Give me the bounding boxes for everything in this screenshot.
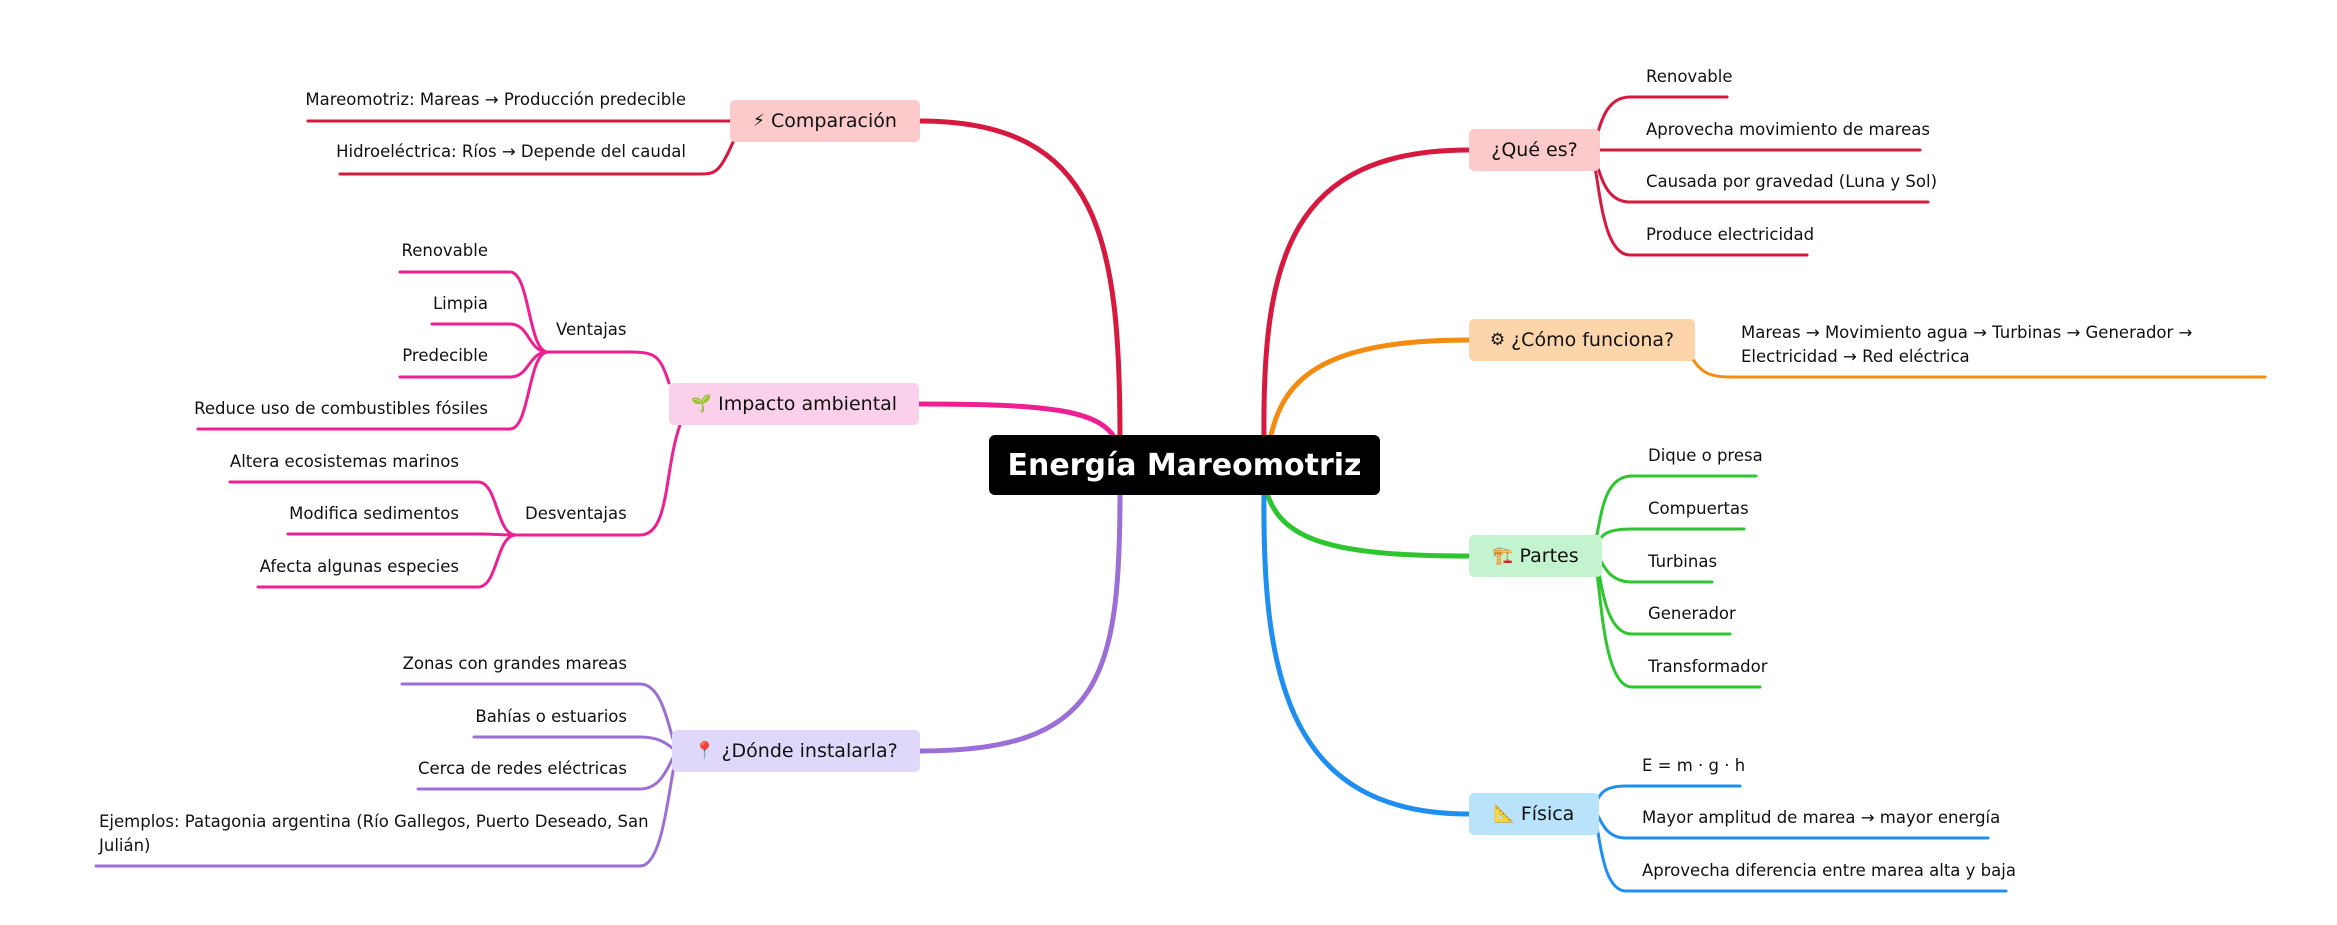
- pin-icon: 📍: [694, 741, 716, 761]
- leaf-renovable[interactable]: Renovable: [1646, 67, 1733, 86]
- connector-partes: [1263, 487, 1472, 559]
- leaf-zonas-mareas[interactable]: Zonas con grandes mareas: [402, 654, 627, 673]
- connector-ventajas-leaf-3: [196, 350, 550, 431]
- subtopic-ventajas[interactable]: Ventajas: [556, 320, 627, 339]
- triangular-ruler-icon: 📐: [1493, 804, 1515, 824]
- branch-impacto-label: Impacto ambiental: [718, 393, 898, 415]
- leaf-d-altera[interactable]: Altera ecosistemas marinos: [229, 452, 459, 471]
- branch-que-es-label: ¿Qué es?: [1491, 139, 1578, 161]
- connector-fisica: [1261, 489, 1472, 817]
- central-topic[interactable]: Energía Mareomotriz: [989, 435, 1380, 495]
- branch-partes[interactable]: 🏗️ Partes: [1469, 535, 1602, 577]
- leaf-diferencia-mareas[interactable]: Aprovecha diferencia entre marea alta y …: [1642, 861, 2016, 880]
- leaf-compuertas[interactable]: Compuertas: [1648, 499, 1749, 518]
- leaf-d-modifica[interactable]: Modifica sedimentos: [289, 504, 459, 523]
- leaf-v-reduce[interactable]: Reduce uso de combustibles fósiles: [194, 399, 488, 418]
- connector-desventajas-leaf-2: [256, 533, 518, 589]
- leaf-d-afecta[interactable]: Afecta algunas especies: [259, 557, 459, 576]
- connector-impacto: [916, 401, 1119, 443]
- connector-comp-leaf-1: [338, 138, 736, 176]
- leaf-turbinas[interactable]: Turbinas: [1648, 552, 1718, 571]
- leaf-ejemplos[interactable]: Ejemplos: Patagonia argentina (Río Galle…: [99, 812, 649, 855]
- leaf-v-predecible[interactable]: Predecible: [402, 346, 488, 365]
- connector-impacto-desventajas: [510, 423, 682, 537]
- seedling-icon: 🌱: [690, 394, 713, 414]
- branch-comparacion[interactable]: ⚡ Comparación: [730, 100, 920, 142]
- branch-como-funciona-label: ¿Cómo funciona?: [1511, 329, 1675, 351]
- connector-comparacion: [917, 118, 1123, 443]
- gear-icon: ⚙: [1489, 330, 1506, 350]
- connector-que-es: [1261, 147, 1472, 443]
- leaf-bahias[interactable]: Bahías o estuarios: [475, 707, 627, 726]
- leaf-aprovecha-mareas[interactable]: Aprovecha movimiento de mareas: [1646, 120, 1931, 139]
- leaf-formula[interactable]: E = m · g · h: [1642, 756, 1746, 775]
- branch-partes-label: Partes: [1519, 545, 1579, 567]
- connector-ventajas-leaf-1: [430, 322, 550, 354]
- branch-donde-instalarla[interactable]: 📍 ¿Dónde instalarla?: [672, 730, 920, 772]
- building-construction-icon: 🏗️: [1492, 546, 1514, 566]
- leaf-mayor-amplitud[interactable]: Mayor amplitud de marea → mayor energía: [1642, 808, 2001, 827]
- leaf-generador[interactable]: Generador: [1648, 604, 1736, 623]
- leaf-hidroelectrica[interactable]: Hidroeléctrica: Ríos → Depende del cauda…: [336, 142, 686, 161]
- leaf-cerca-redes[interactable]: Cerca de redes eléctricas: [417, 759, 627, 778]
- branch-comparacion-label: Comparación: [770, 110, 897, 132]
- leaf-produce-electricidad[interactable]: Produce electricidad: [1646, 225, 1815, 244]
- leaf-transformador[interactable]: Transformador: [1648, 657, 1768, 676]
- connector-ventajas-leaf-0: [398, 270, 550, 354]
- connector-desventajas-leaf-0: [228, 480, 518, 537]
- branch-como-funciona[interactable]: ⚙ ¿Cómo funciona?: [1469, 319, 1695, 361]
- branch-impacto-ambiental[interactable]: 🌱 Impacto ambiental: [669, 383, 919, 425]
- lightning-icon: ⚡: [753, 111, 765, 131]
- leaf-dique[interactable]: Dique o presa: [1648, 446, 1763, 465]
- branch-que-es[interactable]: ¿Qué es?: [1469, 129, 1600, 171]
- connector-desventajas-leaf-1: [286, 532, 518, 537]
- leaf-v-renovable[interactable]: Renovable: [401, 241, 488, 260]
- connector-donde: [917, 489, 1123, 754]
- branch-donde-label: ¿Dónde instalarla?: [721, 740, 898, 762]
- connector-como-leaf-0: [1690, 356, 2267, 379]
- leaf-v-limpia[interactable]: Limpia: [432, 294, 488, 313]
- connector-donde-leaf-1: [472, 735, 682, 753]
- leaf-proceso[interactable]: Mareas → Movimiento agua → Turbinas → Ge…: [1741, 323, 2193, 366]
- subtopic-desventajas[interactable]: Desventajas: [525, 504, 627, 523]
- connector-como-funciona: [1267, 337, 1472, 443]
- connector-impacto-ventajas: [542, 350, 671, 385]
- branch-fisica[interactable]: 📐 Física: [1469, 793, 1599, 835]
- branch-fisica-label: Física: [1520, 803, 1575, 825]
- leaf-mareomotriz[interactable]: Mareomotriz: Mareas → Producción predeci…: [305, 90, 686, 109]
- leaf-causada-gravedad[interactable]: Causada por gravedad (Luna y Sol): [1646, 172, 1938, 191]
